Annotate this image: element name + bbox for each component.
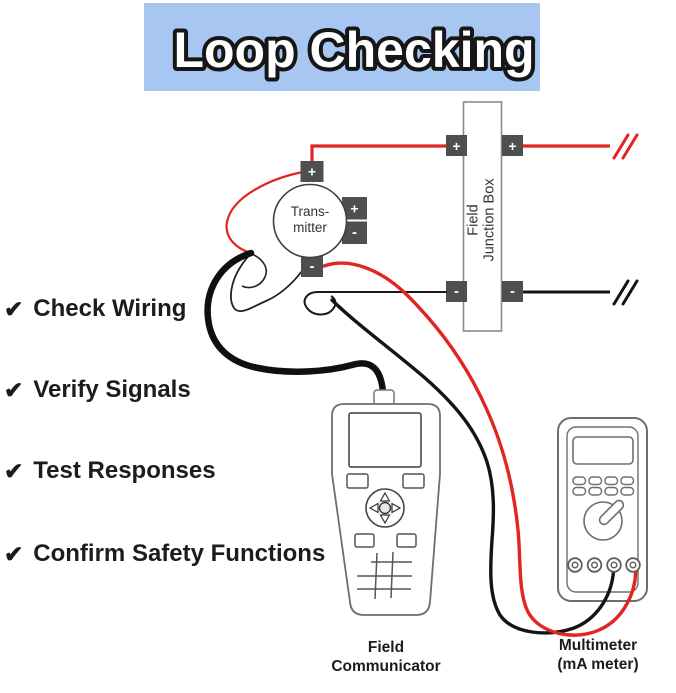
wire-negative-lead-hook bbox=[303, 291, 447, 316]
communicator-button bbox=[354, 533, 375, 548]
label-line: Multimeter bbox=[558, 637, 638, 654]
communicator-button bbox=[346, 473, 369, 489]
wire-break-icon bbox=[612, 279, 639, 306]
terminal-sign: + bbox=[508, 138, 516, 154]
multimeter-inner-frame bbox=[566, 426, 639, 593]
field-junction-box: Field Junction Box bbox=[462, 101, 503, 332]
checklist: ✔ Check Wiring ✔ Verify Signals ✔ Test R… bbox=[0, 0, 330, 693]
junction-terminal-top-left bbox=[446, 135, 467, 156]
checklist-label: Check Wiring bbox=[33, 295, 187, 322]
junction-terminal-bottom-right bbox=[502, 281, 523, 302]
communicator-button bbox=[396, 533, 417, 548]
multimeter-dial-knob bbox=[598, 499, 625, 526]
transmitter-label: Trans- bbox=[291, 204, 330, 219]
checklist-label: Confirm Safety Functions bbox=[33, 540, 326, 567]
title-svg: Loop Checking bbox=[169, 18, 538, 82]
transmitter-terminal-side-plus bbox=[342, 197, 367, 220]
checklist-label: Test Responses bbox=[33, 457, 216, 484]
junction-box-body bbox=[462, 101, 503, 332]
terminal-sign: - bbox=[454, 283, 459, 300]
label-line: Communicator bbox=[331, 658, 441, 675]
wire-slack-loop bbox=[230, 252, 303, 313]
terminal-sign: + bbox=[308, 164, 316, 180]
multimeter-jack-pin bbox=[610, 561, 618, 569]
checklist-item: ✔ Verify Signals bbox=[4, 376, 191, 404]
junction-terminal-top-right bbox=[502, 135, 523, 156]
checkmark-icon: ✔ bbox=[4, 376, 24, 403]
transmitter-terminal-bottom bbox=[301, 256, 323, 277]
terminal-sign: + bbox=[350, 201, 358, 217]
terminal-sign: - bbox=[510, 283, 515, 300]
checklist-label: Verify Signals bbox=[33, 376, 191, 403]
checkmark-icon: ✔ bbox=[4, 540, 24, 567]
wire-positive-lead bbox=[225, 170, 304, 255]
junction-terminal-bottom-left bbox=[446, 281, 467, 302]
dpad-center-button bbox=[378, 501, 392, 515]
title-banner: Loop Checking bbox=[144, 3, 540, 91]
transmitter-terminal-top bbox=[300, 161, 324, 182]
checklist-item: ✔ Confirm Safety Functions bbox=[4, 540, 325, 568]
multimeter-jack-pin bbox=[571, 561, 579, 569]
svg-text:Field: Field bbox=[466, 204, 482, 235]
communicator-screen bbox=[348, 412, 422, 468]
multimeter-buttons bbox=[572, 476, 635, 496]
communicator-cable bbox=[204, 249, 387, 403]
checklist-item: ✔ Check Wiring bbox=[4, 295, 186, 323]
wire-slack-loop bbox=[241, 253, 268, 289]
communicator-plug bbox=[373, 389, 395, 406]
multimeter-display bbox=[572, 436, 634, 465]
label-line: (mA meter) bbox=[557, 656, 639, 673]
wire-negative-to-multimeter bbox=[330, 298, 616, 635]
multimeter-label: Multimeter (mA meter) bbox=[522, 636, 674, 674]
page-title: Loop Checking bbox=[173, 22, 534, 78]
transmitter-terminal-side-minus bbox=[342, 221, 367, 244]
terminal-sign: - bbox=[352, 224, 357, 241]
multimeter-jacks bbox=[567, 557, 641, 573]
wire-break-icon bbox=[612, 133, 639, 160]
multimeter bbox=[557, 417, 648, 602]
checkmark-icon: ✔ bbox=[4, 457, 24, 484]
transmitter-body bbox=[272, 183, 348, 259]
junction-box-terminals: + + - - bbox=[446, 135, 523, 302]
wire-positive-to-multimeter bbox=[322, 261, 638, 637]
wire-positive-transmitter-to-junction bbox=[310, 144, 447, 176]
multimeter-jack-pin bbox=[590, 561, 599, 569]
checkmark-icon: ✔ bbox=[4, 295, 24, 322]
transmitter: Trans- mitter + + - - bbox=[272, 161, 367, 277]
checklist-item: ✔ Test Responses bbox=[4, 457, 216, 485]
communicator-button bbox=[402, 473, 425, 489]
terminal-sign: + bbox=[452, 138, 460, 154]
multimeter-jack-pin bbox=[629, 561, 637, 569]
field-communicator-label: Field Communicator bbox=[310, 638, 462, 676]
dpad-arrows-icon bbox=[368, 491, 402, 525]
communicator-keypad-grid bbox=[357, 551, 412, 600]
transmitter-label: mitter bbox=[293, 220, 327, 235]
svg-text:Junction Box: Junction Box bbox=[482, 178, 498, 262]
terminal-sign: - bbox=[310, 258, 315, 275]
junction-box-label: Field Junction Box bbox=[466, 178, 498, 262]
label-line: Field bbox=[367, 639, 405, 656]
field-communicator bbox=[331, 389, 441, 616]
